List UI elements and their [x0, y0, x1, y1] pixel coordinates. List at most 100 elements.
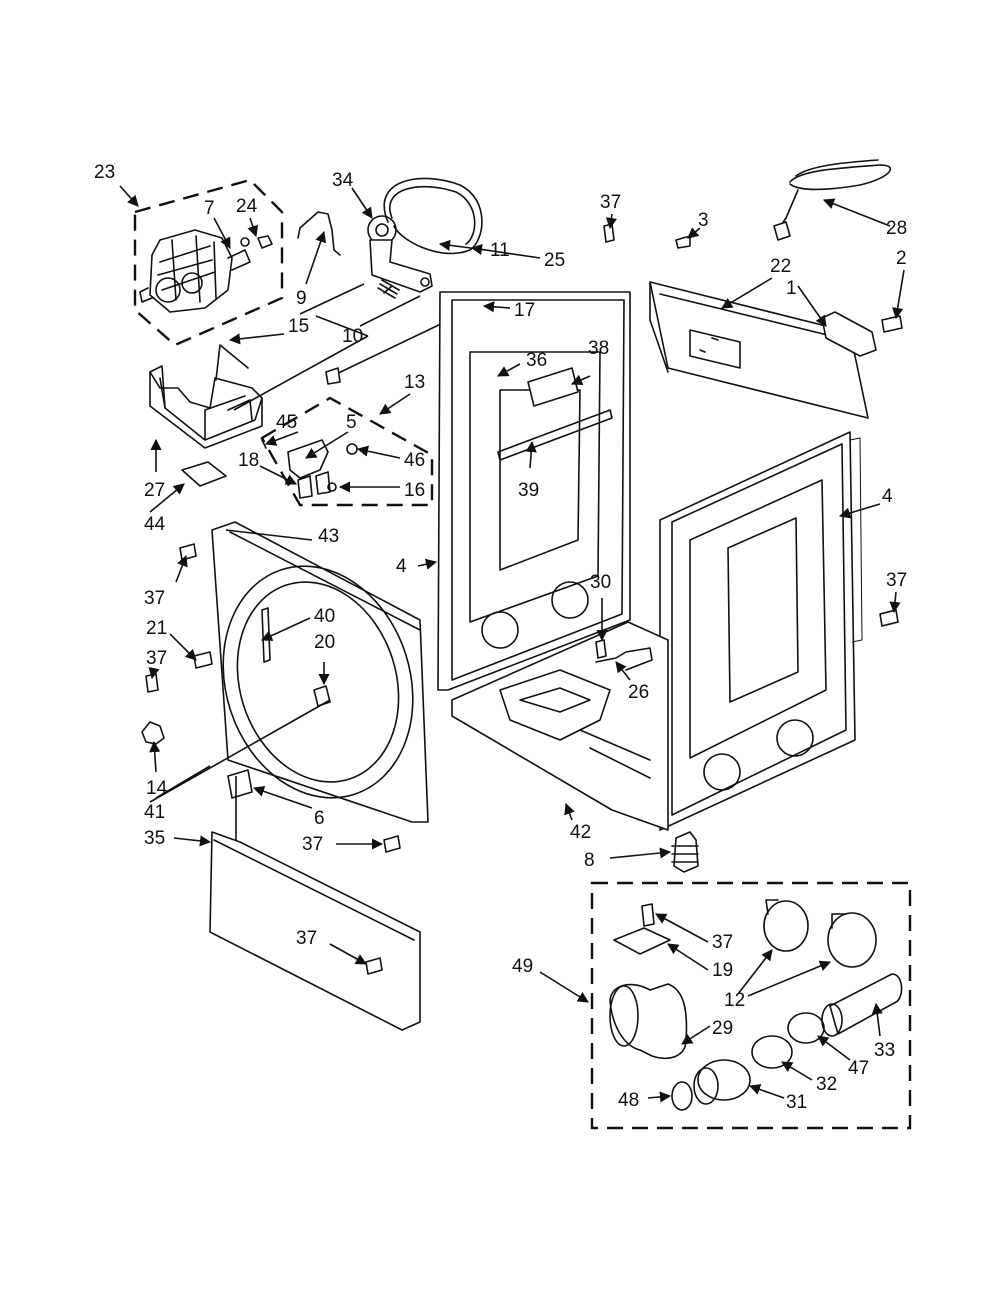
- callout-36: 36: [526, 350, 547, 371]
- motor-group-box: [133, 178, 284, 347]
- callout-21: 21: [146, 618, 167, 639]
- drive-belt: [383, 177, 483, 255]
- idler-pulley: [367, 215, 433, 293]
- callout-3: 3: [698, 210, 709, 231]
- screw-front-lower: [383, 835, 401, 853]
- vent-clamp: [671, 1081, 693, 1111]
- callout-34: 34: [332, 170, 354, 191]
- door-switch: [193, 651, 213, 669]
- vent-kit-box: [590, 881, 912, 1130]
- terminal-cover: [821, 311, 877, 357]
- rear-panel: [649, 281, 869, 419]
- bracket-group-box: [260, 396, 434, 507]
- left-side-panel: [437, 291, 631, 691]
- right-side-panel: [659, 431, 863, 831]
- motor-nut: [240, 235, 273, 249]
- screw-thermo: [595, 639, 607, 659]
- callout-35: 35: [144, 828, 165, 849]
- sensor-bracket: [595, 647, 653, 671]
- drive-motor: [139, 229, 251, 313]
- callout-4-right: 4: [882, 486, 893, 507]
- screw-toe: [365, 957, 383, 975]
- screw-top: [603, 223, 615, 243]
- callout-labels: 23 7 24 9 34 25 11 17 15 10 13 27 44 45 …: [94, 162, 907, 1113]
- callout-37-top: 37: [600, 192, 621, 213]
- drum-bracket: [527, 367, 579, 407]
- latch-block: [227, 769, 253, 799]
- front-panel: [211, 521, 429, 823]
- callout-24: 24: [236, 196, 258, 217]
- harness-strip: [497, 409, 613, 461]
- base-frame: [451, 621, 669, 831]
- callout-6: 6: [314, 808, 325, 829]
- callout-37-lower: 37: [302, 834, 323, 855]
- motor-mount: [149, 344, 263, 449]
- door-strike: [313, 685, 331, 707]
- callout-37-toe: 37: [296, 928, 317, 949]
- callout-48: 48: [618, 1090, 639, 1111]
- callout-25: 25: [544, 250, 565, 271]
- callout-23: 23: [94, 162, 115, 183]
- callout-31: 31: [786, 1092, 807, 1113]
- callout-2: 2: [896, 248, 907, 269]
- screw-front-left: [179, 543, 197, 561]
- callout-12: 12: [724, 990, 745, 1011]
- callout-37-clamp: 37: [146, 648, 167, 669]
- toe-panel: [209, 831, 421, 1031]
- callout-8: 8: [584, 850, 595, 871]
- callout-42: 42: [570, 822, 591, 843]
- idler-spring: [377, 279, 400, 299]
- leveling-leg: [671, 831, 699, 873]
- exhaust-covers: [763, 899, 877, 968]
- callout-38: 38: [588, 338, 609, 359]
- callout-19: 19: [712, 960, 733, 981]
- callout-32: 32: [816, 1074, 837, 1095]
- callout-37-front: 37: [144, 588, 165, 609]
- callout-18: 18: [238, 450, 259, 471]
- callout-37-vent: 37: [712, 932, 733, 953]
- leader-lines: [119, 185, 905, 1103]
- callout-4-left: 4: [396, 556, 407, 577]
- callout-45: 45: [276, 412, 297, 433]
- callout-37-right: 37: [886, 570, 907, 591]
- callout-44: 44: [144, 514, 166, 535]
- callout-10: 10: [342, 326, 363, 347]
- callout-5: 5: [346, 412, 357, 433]
- vent-screw-plate: [613, 903, 671, 955]
- callout-41: 41: [144, 802, 165, 823]
- callout-7: 7: [204, 198, 215, 219]
- callout-33: 33: [874, 1040, 895, 1061]
- wire-clamp: [141, 721, 165, 745]
- callout-28: 28: [886, 218, 907, 239]
- callout-27: 27: [144, 480, 165, 501]
- callout-22: 22: [770, 256, 791, 277]
- callout-1: 1: [786, 278, 797, 299]
- callout-15: 15: [288, 316, 309, 337]
- callout-16: 16: [404, 480, 425, 501]
- callout-17: 17: [514, 300, 535, 321]
- callout-39: 39: [518, 480, 539, 501]
- screw-rear-right: [881, 315, 903, 333]
- callout-9: 9: [296, 288, 307, 309]
- bracket-parts: [261, 439, 358, 499]
- callout-20: 20: [314, 632, 335, 653]
- callout-30: 30: [590, 572, 611, 593]
- callout-29: 29: [712, 1018, 733, 1039]
- callout-26: 26: [628, 682, 649, 703]
- callout-14: 14: [146, 778, 168, 799]
- power-cord: [773, 159, 892, 241]
- motor-clamp: [297, 211, 341, 256]
- callout-43: 43: [318, 526, 339, 547]
- callout-40: 40: [314, 606, 335, 627]
- vent-elbow: [609, 983, 688, 1060]
- callout-13: 13: [404, 372, 425, 393]
- callout-47: 47: [848, 1058, 869, 1079]
- screw-side-right: [879, 609, 899, 627]
- insulation-pad: [181, 461, 227, 487]
- callout-11: 11: [490, 240, 510, 261]
- screw-rear-top: [675, 235, 691, 249]
- callout-46: 46: [404, 450, 425, 471]
- callout-49: 49: [512, 956, 533, 977]
- vent-duct-pieces: [693, 973, 903, 1105]
